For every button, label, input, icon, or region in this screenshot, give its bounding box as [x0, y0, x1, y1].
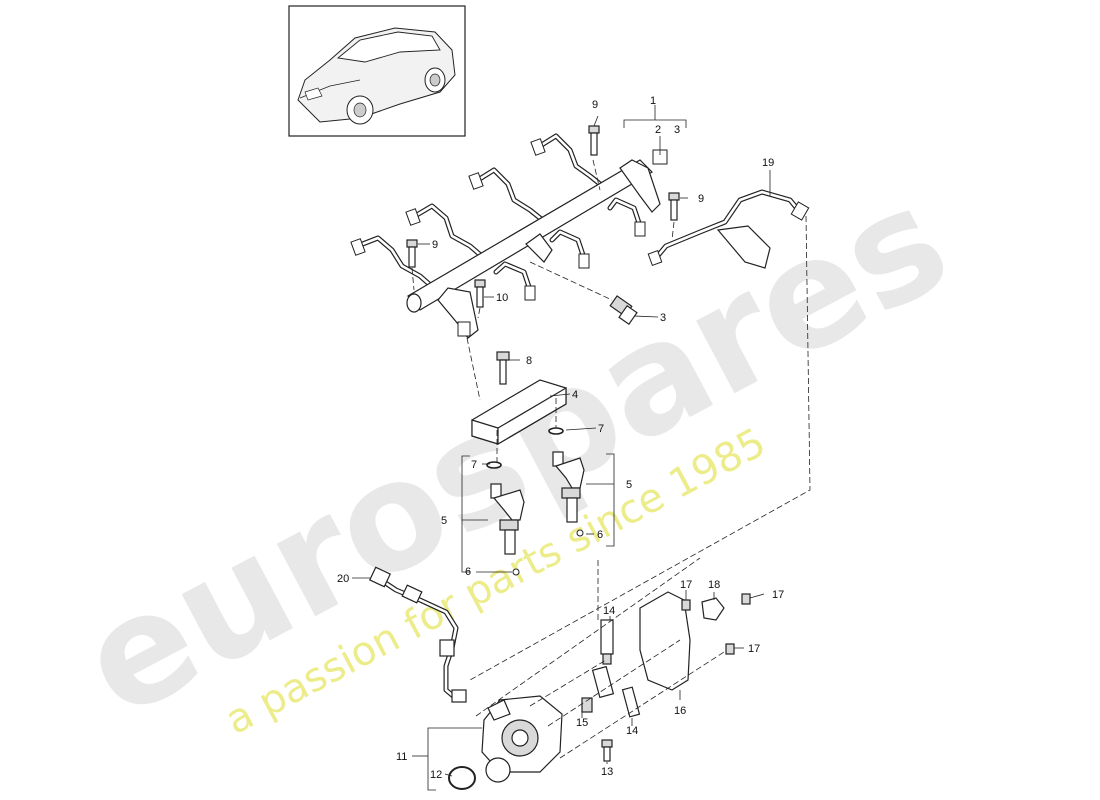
callouts: 1 2 3 3 4 5 5 6 6 7 7 8 9 9 9 10 11 12 1… — [337, 95, 784, 781]
injection-lines — [350, 133, 810, 301]
leader-lines — [352, 105, 771, 791]
pressure-sensor — [609, 295, 638, 326]
callout-6-right: 6 — [597, 529, 603, 541]
callout-16: 16 — [674, 705, 686, 717]
injector-holder — [471, 351, 567, 446]
pump-studs — [581, 619, 641, 718]
heat-shield — [639, 591, 691, 691]
high-pressure-pump — [481, 695, 563, 783]
assembly-guides — [411, 159, 811, 759]
callout-8: 8 — [526, 355, 532, 367]
callout-5-left: 5 — [441, 515, 447, 527]
callout-12: 12 — [430, 769, 442, 781]
callout-17-left: 17 — [680, 579, 692, 591]
fuel-rail — [406, 149, 668, 339]
o-ring — [448, 766, 476, 790]
callout-6-left: 6 — [465, 566, 471, 578]
callout-15: 15 — [576, 717, 588, 729]
callout-14-bottom: 14 — [626, 725, 638, 737]
callout-9-top: 9 — [592, 99, 598, 111]
bolts — [406, 125, 680, 308]
callout-2: 2 — [655, 124, 661, 136]
callout-9-left: 9 — [432, 239, 438, 251]
pump-fasteners — [601, 593, 751, 762]
callout-3-sensor: 3 — [660, 312, 666, 324]
callout-20: 20 — [337, 573, 349, 585]
callout-11: 11 — [396, 751, 407, 763]
callout-3-rail: 3 — [674, 124, 680, 136]
callout-1: 1 — [650, 95, 656, 107]
bracket — [716, 225, 771, 269]
injector-left — [486, 461, 525, 576]
callout-10: 10 — [496, 292, 508, 304]
high-pressure-line — [368, 566, 467, 703]
callout-19: 19 — [762, 157, 774, 169]
callout-18: 18 — [708, 579, 720, 591]
callout-13: 13 — [601, 766, 613, 778]
callout-7-right: 7 — [598, 423, 604, 435]
callout-4: 4 — [572, 389, 578, 401]
callout-5-right: 5 — [626, 479, 632, 491]
car-silhouette-icon — [297, 27, 456, 125]
callout-9-right: 9 — [698, 193, 704, 205]
callout-17-right: 17 — [772, 589, 784, 601]
vehicle-thumbnail — [288, 5, 466, 137]
callout-17-lower: 17 — [748, 643, 760, 655]
callout-7-left: 7 — [471, 459, 477, 471]
callout-14-top: 14 — [603, 605, 615, 617]
